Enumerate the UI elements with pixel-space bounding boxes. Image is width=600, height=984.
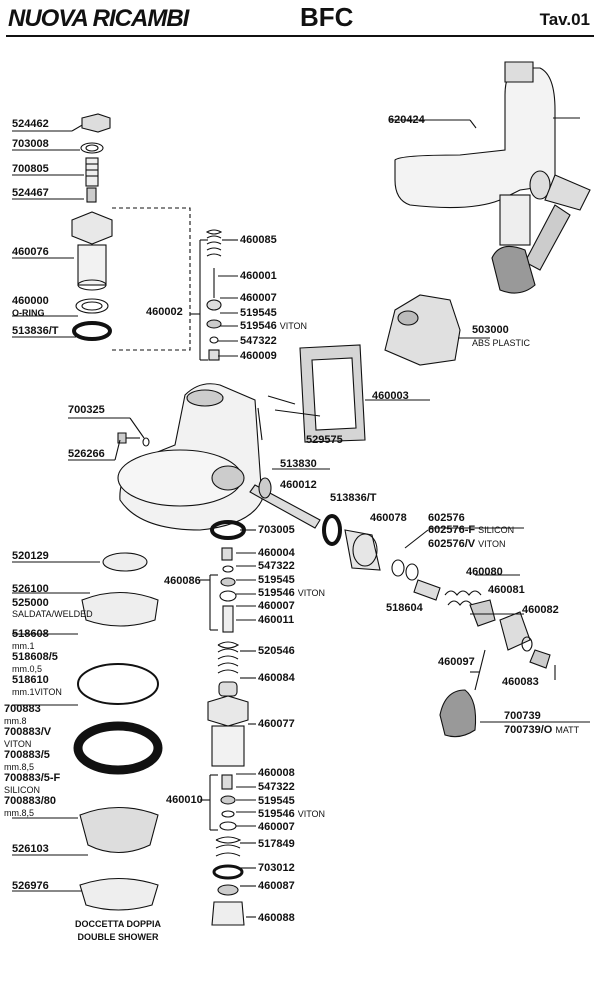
part-526103: 526103 — [12, 843, 49, 855]
part-460077: 460077 — [258, 718, 295, 730]
part-460002: 460002 — [146, 306, 183, 318]
part-700883-80: 700883/80 — [4, 795, 56, 807]
part-602576: 602576 — [428, 512, 465, 524]
part-519545-a: 519545 — [240, 307, 277, 319]
part-460012: 460012 — [280, 479, 317, 491]
caption-doccetta: DOCCETTA DOPPIA — [74, 919, 161, 929]
part-547322-b: 547322 — [258, 560, 295, 572]
part-529575: 529575 — [306, 434, 343, 446]
part-519545-b: 519545 — [258, 574, 295, 586]
part-547322-c: 547322 — [258, 781, 295, 793]
part-519545-c: 519545 — [258, 795, 295, 807]
part-700325: 700325 — [68, 404, 105, 416]
part-703005: 703005 — [258, 524, 295, 536]
part-460001: 460001 — [240, 270, 277, 282]
part-460082: 460082 — [522, 604, 559, 616]
part-460007-a: 460007 — [240, 292, 277, 304]
part-526100: 526100 — [12, 583, 49, 595]
part-460010: 460010 — [166, 794, 203, 806]
note-700883v: VITON — [4, 739, 32, 749]
part-524462: 524462 — [12, 118, 49, 130]
part-460000: 460000 — [12, 295, 49, 307]
part-460085: 460085 — [240, 234, 277, 246]
note-700883: mm.8 — [4, 716, 27, 726]
part-460007-b: 460007 — [258, 600, 295, 612]
note-700883-80: mm.8,5 — [4, 808, 35, 818]
note-welded: SALDATA/WELDED — [12, 609, 93, 619]
part-526266: 526266 — [68, 448, 105, 460]
model-title: BFC — [300, 2, 354, 32]
note-abs-plastic: ABS PLASTIC — [472, 338, 531, 348]
part-518604: 518604 — [386, 602, 423, 614]
part-518608-5: 518608/5 — [12, 651, 58, 663]
part-547322-a: 547322 — [240, 335, 277, 347]
note-o-ring: O-RING — [12, 308, 45, 318]
note-518610: mm.1VITON — [12, 687, 62, 697]
part-460081: 460081 — [488, 584, 525, 596]
part-703012: 703012 — [258, 862, 295, 874]
part-518608: 518608 — [12, 628, 49, 640]
part-460009: 460009 — [240, 350, 277, 362]
part-700883v: 700883/V — [4, 726, 52, 738]
part-460011: 460011 — [258, 614, 295, 626]
part-700805: 700805 — [12, 163, 49, 175]
note-518608-5: mm.0,5 — [12, 664, 43, 674]
part-700883: 700883 — [4, 703, 41, 715]
part-460007-c: 460007 — [258, 821, 295, 833]
caption-double-shower: DOUBLE SHOWER — [77, 932, 159, 942]
part-513830: 513830 — [280, 458, 317, 470]
part-460097: 460097 — [438, 656, 475, 668]
header: NUOVA RICAMBI BFC Tav.01 — [0, 0, 600, 38]
note-518608: mm.1 — [12, 641, 35, 651]
part-513836t-b: 513836/T — [330, 492, 377, 504]
part-460083: 460083 — [502, 676, 539, 688]
part-460004: 460004 — [258, 547, 295, 559]
part-460080: 460080 — [466, 566, 503, 578]
part-526976: 526976 — [12, 880, 49, 892]
part-520129: 520129 — [12, 550, 49, 562]
brand-logo: NUOVA RICAMBI — [8, 5, 189, 32]
part-700883-5f: 700883/5-F — [4, 772, 61, 784]
part-460086: 460086 — [164, 575, 201, 587]
part-703008: 703008 — [12, 138, 49, 150]
part-620424: 620424 — [388, 114, 425, 126]
part-700739: 700739 — [504, 710, 541, 722]
note-700883-5: mm.8,5 — [4, 762, 35, 772]
header-rule — [6, 35, 594, 37]
part-460008: 460008 — [258, 767, 295, 779]
part-460084: 460084 — [258, 672, 295, 684]
part-517849: 517849 — [258, 838, 295, 850]
part-524467: 524467 — [12, 187, 49, 199]
part-503000: 503000 — [472, 324, 509, 336]
part-460088: 460088 — [258, 912, 295, 924]
part-520546: 520546 — [258, 645, 295, 657]
note-700883-5f: SILICON — [4, 785, 41, 795]
part-460078: 460078 — [370, 512, 407, 524]
part-513836t-a: 513836/T — [12, 325, 59, 337]
part-518610: 518610 — [12, 674, 49, 686]
part-525000: 525000 — [12, 597, 49, 609]
part-460087: 460087 — [258, 880, 295, 892]
part-700883-5: 700883/5 — [4, 749, 50, 761]
part-460003: 460003 — [372, 390, 409, 402]
table-number: Tav.01 — [539, 10, 590, 29]
part-460076: 460076 — [12, 246, 49, 258]
